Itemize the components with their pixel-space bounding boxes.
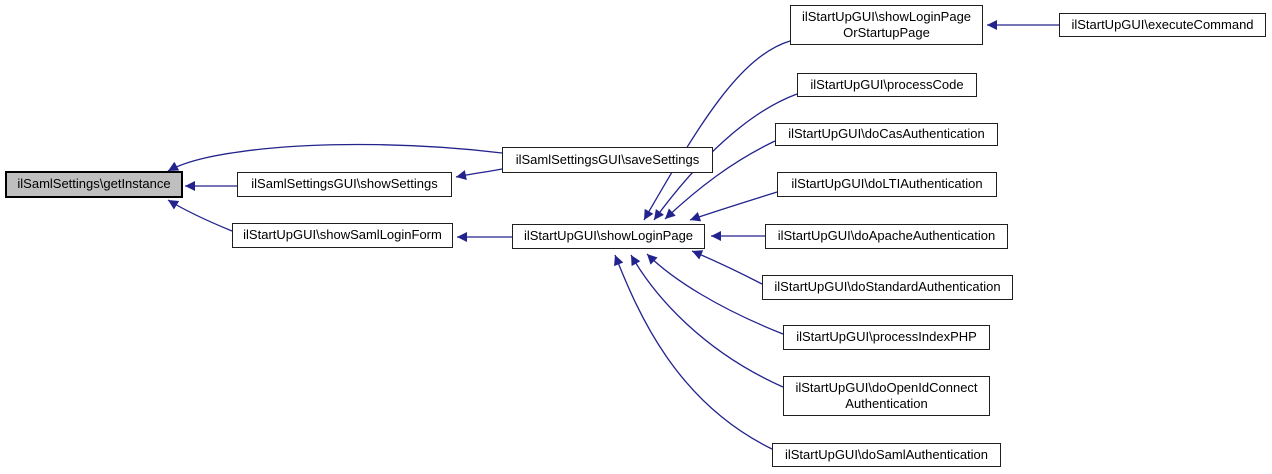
edge-showSamlLoginForm-to-getInstance xyxy=(167,199,233,232)
node-ilStartUpGUI-doApacheAuthentication[interactable]: ilStartUpGUI\doApacheAuthentication xyxy=(765,224,1008,249)
edge-doCasAuthentication-to-showLoginPage xyxy=(664,140,776,220)
node-ilStartUpGUI-executeCommand[interactable]: ilStartUpGUI\executeCommand xyxy=(1059,13,1266,37)
edge-doLTIAuthentication-to-showLoginPage xyxy=(689,191,778,222)
node-ilSamlSettings-getInstance: ilSamlSettings\getInstance xyxy=(5,171,183,198)
node-ilStartUpGUI-doCasAuthentication[interactable]: ilStartUpGUI\doCasAuthentication xyxy=(775,123,998,146)
node-ilStartUpGUI-doLTIAuthentication[interactable]: ilStartUpGUI\doLTIAuthentication xyxy=(777,172,997,197)
node-ilStartUpGUI-processIndexPHP[interactable]: ilStartUpGUI\processIndexPHP xyxy=(783,325,990,350)
edge-processIndexPHP-to-showLoginPage xyxy=(646,253,784,335)
edge-saveSettings-to-getInstance xyxy=(167,143,503,172)
node-ilStartUpGUI-showLoginPageOrStartupPage[interactable]: ilStartUpGUI\showLoginPage OrStartupPage xyxy=(790,5,983,45)
edge-showLoginPageOrStartupPage-to-showLoginPage xyxy=(643,40,791,221)
node-ilStartUpGUI-doSamlAuthentication[interactable]: ilStartUpGUI\doSamlAuthentication xyxy=(772,443,1001,467)
node-ilSamlSettingsGUI-showSettings[interactable]: ilSamlSettingsGUI\showSettings xyxy=(237,172,452,197)
edge-processCode-to-showLoginPage xyxy=(653,93,798,221)
node-ilStartUpGUI-doOpenIdConnectAuthentication[interactable]: ilStartUpGUI\doOpenIdConnect Authenticat… xyxy=(783,376,990,416)
edge-doSamlAuthentication-to-showLoginPage xyxy=(614,254,773,450)
node-ilStartUpGUI-showLoginPage[interactable]: ilStartUpGUI\showLoginPage xyxy=(512,224,705,249)
edge-doStandardAuthentication-to-showLoginPage xyxy=(691,250,763,285)
node-ilStartUpGUI-showSamlLoginForm[interactable]: ilStartUpGUI\showSamlLoginForm xyxy=(232,223,453,248)
edge-saveSettings-to-showSettings xyxy=(455,168,503,180)
edge-doOpenIdConnectAuthentication-to-showLoginPage xyxy=(630,254,784,388)
node-ilStartUpGUI-processCode[interactable]: ilStartUpGUI\processCode xyxy=(797,73,977,97)
node-ilSamlSettingsGUI-saveSettings[interactable]: ilSamlSettingsGUI\saveSettings xyxy=(502,147,713,173)
node-ilStartUpGUI-doStandardAuthentication[interactable]: ilStartUpGUI\doStandardAuthentication xyxy=(762,275,1013,300)
